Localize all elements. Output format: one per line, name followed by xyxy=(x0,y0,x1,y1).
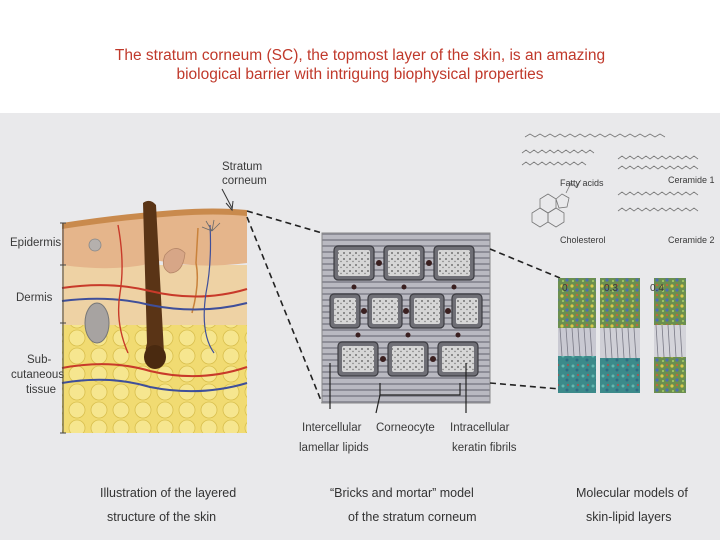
lipid-chain-top xyxy=(525,134,665,137)
stratum-corneum-pointer xyxy=(222,189,232,208)
subcutaneous-label-line-1: Sub- xyxy=(27,354,51,366)
sensory-corpuscle xyxy=(89,239,101,251)
intracellular-label-line-2: keratin fibrils xyxy=(452,442,517,454)
stratum-corneum-label-line-2: corneum xyxy=(222,175,267,187)
fatty-acids-label: Fatty acids xyxy=(560,178,604,188)
frame-2-label: 0.4 xyxy=(650,283,664,294)
molecular-caption-line-2: skin-lipid layers xyxy=(586,510,671,524)
intercellular-label-line-1: Intercellular xyxy=(302,422,362,434)
frame-1-label: 0.3 xyxy=(604,283,618,294)
bricks-and-mortar-model xyxy=(322,233,490,413)
bricks-caption-line-2: of the stratum corneum xyxy=(348,510,477,524)
subcutaneous-label-line-2: cutaneous xyxy=(11,369,64,381)
zoom-lines-skin xyxy=(247,211,322,403)
slide-title-line-2: biological barrier with intriguing bioph… xyxy=(40,65,680,84)
intracellular-label-line-1: Intracellular xyxy=(450,422,510,434)
subcutaneous-label-line-3: tissue xyxy=(26,384,56,396)
molecular-simulation-frames xyxy=(558,278,686,393)
skin-caption-line-2: structure of the skin xyxy=(107,510,216,524)
dermis-label: Dermis xyxy=(16,292,53,304)
zoom-lines-bricks xyxy=(490,249,560,389)
slide-title-line-1: The stratum corneum (SC), the topmost la… xyxy=(40,46,680,65)
hair-bulb xyxy=(144,345,166,369)
ceramide1-label: Ceramide 1 xyxy=(668,175,715,185)
stratum-corneum-label-line-1: Stratum xyxy=(222,161,262,173)
cholesterol-label: Cholesterol xyxy=(560,235,606,245)
intercellular-label-line-2: lamellar lipids xyxy=(299,442,369,454)
slide-title: The stratum corneum (SC), the topmost la… xyxy=(40,46,680,84)
molecular-caption-line-1: Molecular models of xyxy=(576,486,688,500)
corneocyte-label: Corneocyte xyxy=(376,422,435,434)
sebaceous-gland xyxy=(85,303,109,343)
fatty-acid-chain-1 xyxy=(522,150,594,153)
ceramide2-chain-2 xyxy=(618,208,698,211)
skin-figure-graphic: Epidermis Dermis Sub- cutaneous tissue S… xyxy=(0,113,720,540)
ceramide2-label: Ceramide 2 xyxy=(668,235,715,245)
bricks-caption-line-1: “Bricks and mortar” model xyxy=(330,486,474,500)
skin-caption-line-1: Illustration of the layered xyxy=(100,486,236,500)
ceramide2-chain-1 xyxy=(618,192,698,195)
ceramide1-chain-2 xyxy=(618,166,698,169)
frame-0-label: 0 xyxy=(562,283,568,294)
corneocyte-row-3 xyxy=(338,342,478,376)
frame-gap xyxy=(640,278,654,393)
epidermis-label: Epidermis xyxy=(10,237,61,249)
corneocyte-row-1 xyxy=(334,246,474,280)
skin-layers-illustration xyxy=(62,201,247,433)
skin-figure: Epidermis Dermis Sub- cutaneous tissue S… xyxy=(0,113,720,540)
fatty-acid-chain-2 xyxy=(522,162,586,165)
frame-divider xyxy=(596,278,600,393)
ceramide1-chain-1 xyxy=(618,156,698,159)
